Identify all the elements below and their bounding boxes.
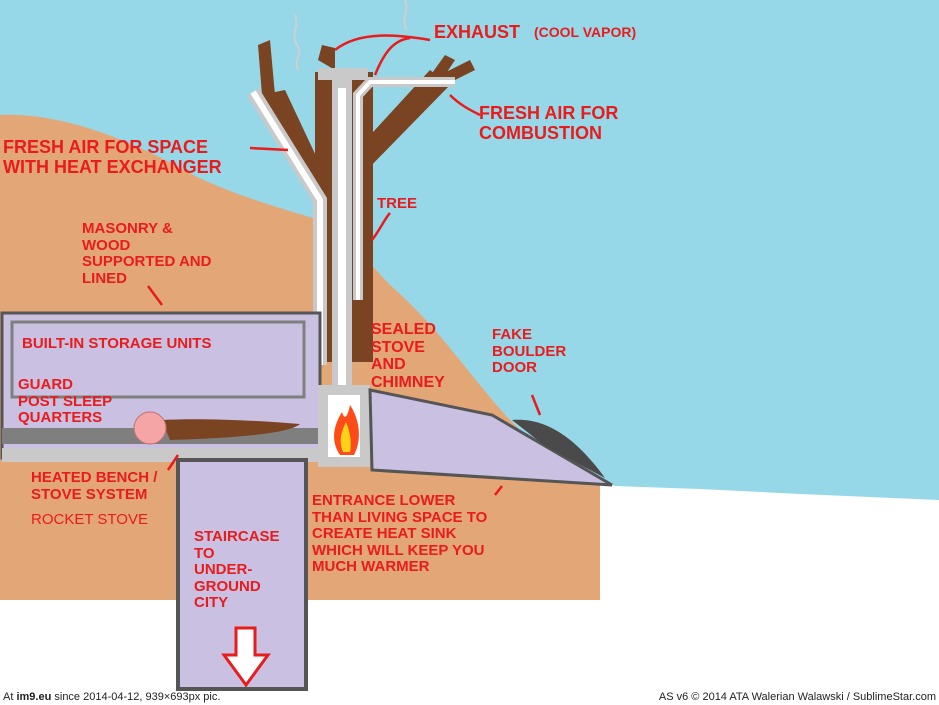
pointer-bench [166, 454, 180, 471]
label-storage-units: BUILT-IN STORAGE UNITS [22, 335, 212, 352]
entrance-ramp [368, 388, 613, 487]
footer-site-link[interactable]: im9.eu [16, 691, 52, 703]
tree-branch-twig-left [258, 40, 275, 95]
footer-left-rest: since 2014-04-12, 939×693px pic. [51, 691, 221, 703]
label-exhaust: EXHAUST [434, 22, 521, 42]
label-entrance: ENTRANCE LOWER THAN LIVING SPACE TO CREA… [312, 492, 488, 575]
pointer-boulder [530, 394, 542, 416]
label-heated-bench: HEATED BENCH / STOVE SYSTEM [31, 469, 158, 503]
chimney-core [338, 88, 346, 415]
tree-branch-right [352, 70, 450, 175]
footer-left-prefix: At [3, 691, 17, 703]
pointer-lines [146, 34, 542, 496]
pointer-combustion [449, 94, 481, 117]
sleeping-blanket [162, 419, 300, 440]
footer-right: AS v6 © 2014 ATA Walerian Walawski / Sub… [658, 691, 936, 703]
pointer-entrance [494, 485, 503, 496]
label-rocket-stove: ROCKET STOVE [31, 511, 148, 528]
pointer-exhaust [334, 34, 431, 51]
storage-units [10, 320, 306, 399]
smoke-left [293, 14, 300, 71]
label-fresh-air-space: FRESH AIR FOR SPACE WITH HEAT EXCHANGER [3, 137, 222, 177]
chimney-cap [318, 68, 368, 80]
smoke-right [403, 0, 408, 31]
fresh-air-pipe-left-inner [250, 90, 323, 365]
label-sealed-stove: SEALED STOVE AND CHIMNEY [371, 321, 445, 391]
pointer-tree [371, 212, 391, 241]
pointer-exhaust-2 [373, 36, 411, 76]
stove-flame-inner [340, 422, 351, 452]
sleeper-head [133, 411, 167, 445]
fresh-air-pipe-right-inner [356, 80, 455, 300]
label-fake-boulder: FAKE BOULDER DOOR [492, 326, 567, 376]
tree-branch-top [318, 45, 335, 70]
label-cool-vapor: (COOL VAPOR) [534, 24, 637, 40]
label-tree: TREE [377, 195, 418, 212]
pointer-space [249, 146, 289, 152]
down-arrow [221, 626, 271, 688]
fake-boulder [512, 419, 605, 478]
label-staircase: STAIRCASE TO UNDER- GROUND CITY [194, 528, 280, 611]
footer-left: At im9.eu since 2014-04-12, 939×693px pi… [3, 689, 220, 705]
pointer-masonry [146, 285, 164, 306]
label-guard-post: GUARD POST SLEEP QUARTERS [18, 376, 113, 426]
label-masonry: MASONRY & WOOD SUPPORTED AND LINED [82, 220, 212, 287]
label-fresh-air-combustion: FRESH AIR FOR COMBUSTION [479, 103, 619, 143]
